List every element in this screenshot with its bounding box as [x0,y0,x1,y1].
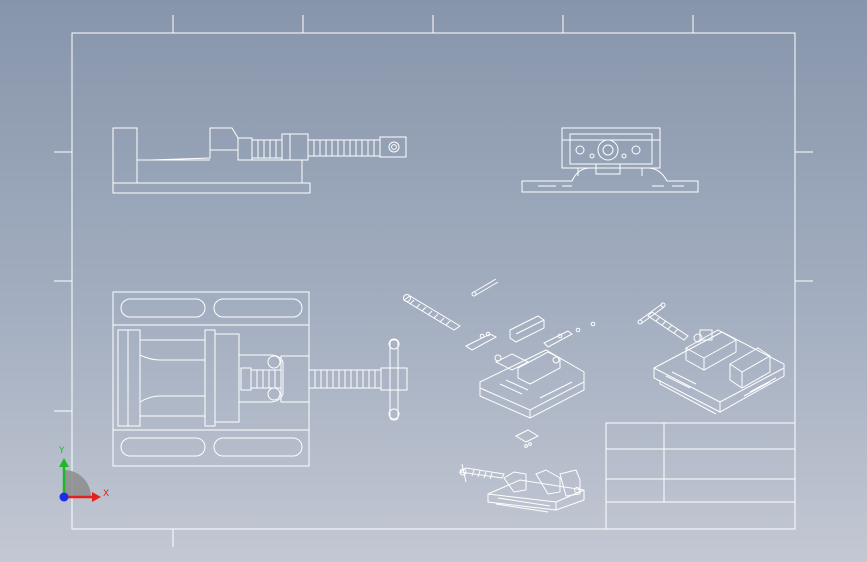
end-view[interactable] [521,127,699,193]
zone-ticks-left [54,151,72,412]
y-axis-arrow-icon [59,458,69,467]
iso-view-small[interactable] [458,463,585,513]
axis-triad: X Y [58,446,109,502]
x-axis-arrow-icon [92,492,101,502]
iso-view[interactable] [637,302,785,415]
zone-ticks-top [172,15,694,33]
sheet-border [71,32,796,530]
exploded-view[interactable] [403,278,596,448]
title-block [605,422,796,530]
y-axis-label: Y [58,446,65,456]
triad-plane-shadow [64,470,91,497]
x-axis-label: X [103,489,109,499]
side-view[interactable] [112,127,407,194]
top-view[interactable] [112,291,408,467]
zone-ticks-right [795,151,813,282]
z-axis-origin-icon [59,492,69,502]
